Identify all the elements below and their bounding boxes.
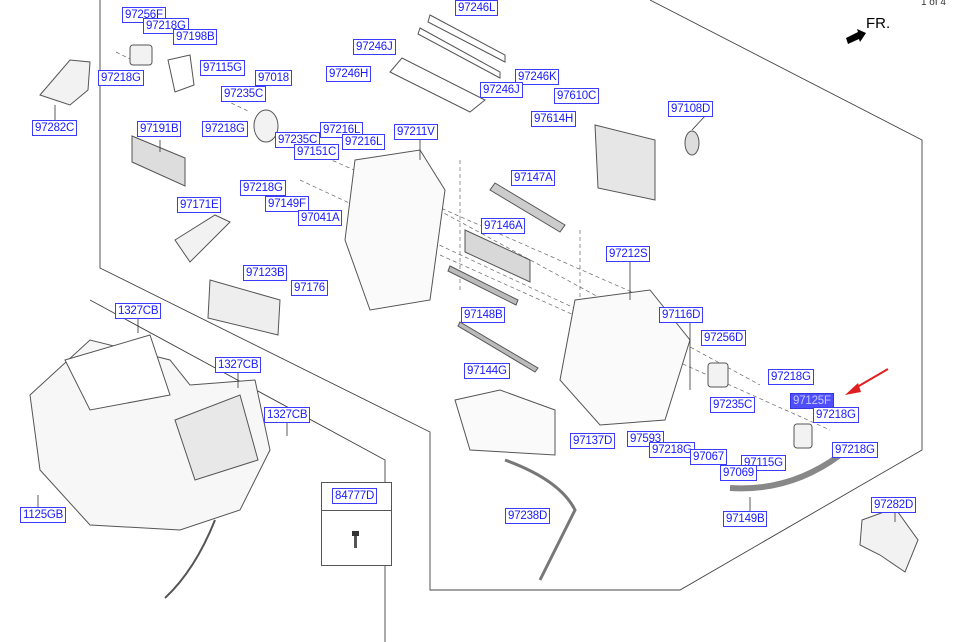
part-label[interactable]: 97144G (464, 363, 510, 379)
part-label[interactable]: 97216L (342, 134, 386, 150)
part-label[interactable]: 97246L (455, 0, 499, 16)
part-label[interactable]: 97041A (298, 210, 343, 226)
case-97212s (559, 289, 691, 426)
part-label[interactable]: 97246H (326, 66, 372, 82)
door-97144g (457, 321, 539, 373)
part-label[interactable]: 1327CB (264, 407, 311, 423)
part-label[interactable]: 97137D (570, 433, 616, 449)
part-label[interactable]: 97246J (480, 82, 523, 98)
part-label[interactable]: 97218G (832, 442, 878, 458)
assembly-top-duct (64, 334, 171, 411)
motor-97018 (253, 109, 279, 143)
front-direction-arrow-icon (846, 29, 866, 44)
part-label[interactable]: 97069 (720, 465, 757, 481)
part-label[interactable]: 1125GB (20, 507, 67, 523)
part-label[interactable]: 97198B (173, 29, 218, 45)
door-97148b (447, 265, 519, 306)
kit-box-header: 84777D (322, 483, 391, 511)
part-label[interactable]: 97218G (202, 121, 248, 137)
part-label[interactable]: 97246J (353, 39, 396, 55)
part-label[interactable]: 97116D (659, 307, 704, 323)
pipe-97149b (729, 452, 842, 492)
part-label[interactable]: 97147A (511, 170, 556, 186)
part-label[interactable]: 97115G (200, 60, 245, 76)
part-label[interactable]: 97018 (255, 70, 292, 86)
bolt-icon (352, 531, 359, 548)
bracket-97198b (167, 54, 195, 93)
part-label[interactable]: 97256D (701, 330, 747, 346)
part-label[interactable]: 97151C (294, 144, 340, 160)
duct-97282d (859, 507, 919, 573)
callout-arrow (845, 368, 889, 395)
actuator-97256f (129, 44, 153, 66)
part-label-highlighted[interactable]: 97125F (790, 393, 834, 409)
part-label[interactable]: 97108D (668, 101, 714, 117)
part-label[interactable]: 97282C (32, 120, 78, 136)
evaporator-97610c (594, 124, 656, 201)
heater-core-97123b (207, 279, 281, 336)
front-direction-label: FR. (866, 15, 891, 32)
pipe-97171e (174, 214, 231, 263)
part-label[interactable]: 97282D (871, 497, 917, 513)
part-label[interactable]: 97218G (768, 369, 814, 385)
parts (29, 14, 919, 599)
duct-97282c (39, 59, 91, 106)
page-indicator: 1 of 4 (920, 0, 946, 8)
part-label[interactable]: 97218G (649, 442, 695, 458)
part-label[interactable]: 1327CB (115, 303, 162, 319)
filter-97191b (131, 135, 186, 187)
actuator-97256d (707, 362, 729, 388)
assembly-blower-filter (174, 394, 259, 481)
part-label-kit[interactable]: 84777D (332, 488, 378, 504)
hose-97238d (504, 458, 577, 581)
part-label[interactable]: 97235C (221, 86, 267, 102)
label-leaders (37, 105, 896, 522)
hardware-kit-box: 84777D (321, 482, 392, 566)
seal-97246k (417, 27, 501, 79)
part-label[interactable]: 97149B (723, 511, 768, 527)
part-label[interactable]: 97191B (137, 121, 182, 137)
part-label[interactable]: 97123B (243, 265, 288, 281)
seal-97246l (427, 14, 506, 63)
part-label[interactable]: 97067 (690, 449, 727, 465)
part-label[interactable]: 97235C (710, 397, 756, 413)
part-label[interactable]: 97218G (98, 70, 144, 86)
part-label[interactable]: 97614H (531, 111, 577, 127)
assembly-drain-hose (164, 519, 216, 599)
part-label[interactable]: 1327CB (215, 357, 262, 373)
part-label[interactable]: 97218G (240, 180, 286, 196)
diagram-frame (89, 0, 923, 642)
part-label[interactable]: 97246K (515, 69, 560, 85)
part-label[interactable]: 97610C (554, 88, 600, 104)
door-97146a (464, 229, 531, 283)
part-label[interactable]: 97149F (265, 196, 309, 212)
door-97147a (489, 182, 566, 233)
part-label[interactable]: 97211V (394, 124, 438, 140)
part-label[interactable]: 97146A (481, 218, 526, 234)
actuator-97125f (793, 423, 813, 449)
part-label[interactable]: 97218G (813, 407, 859, 423)
grommet-97108d (684, 130, 700, 156)
part-label[interactable]: 97171E (177, 197, 222, 213)
tray-97137d (454, 389, 556, 456)
part-label[interactable]: 97212S (606, 246, 651, 262)
seal-97246h (389, 57, 486, 113)
part-label[interactable]: 97238D (505, 508, 551, 524)
part-label[interactable]: 97176 (291, 280, 328, 296)
part-label[interactable]: 97148B (461, 307, 506, 323)
case-97211v (344, 149, 446, 311)
